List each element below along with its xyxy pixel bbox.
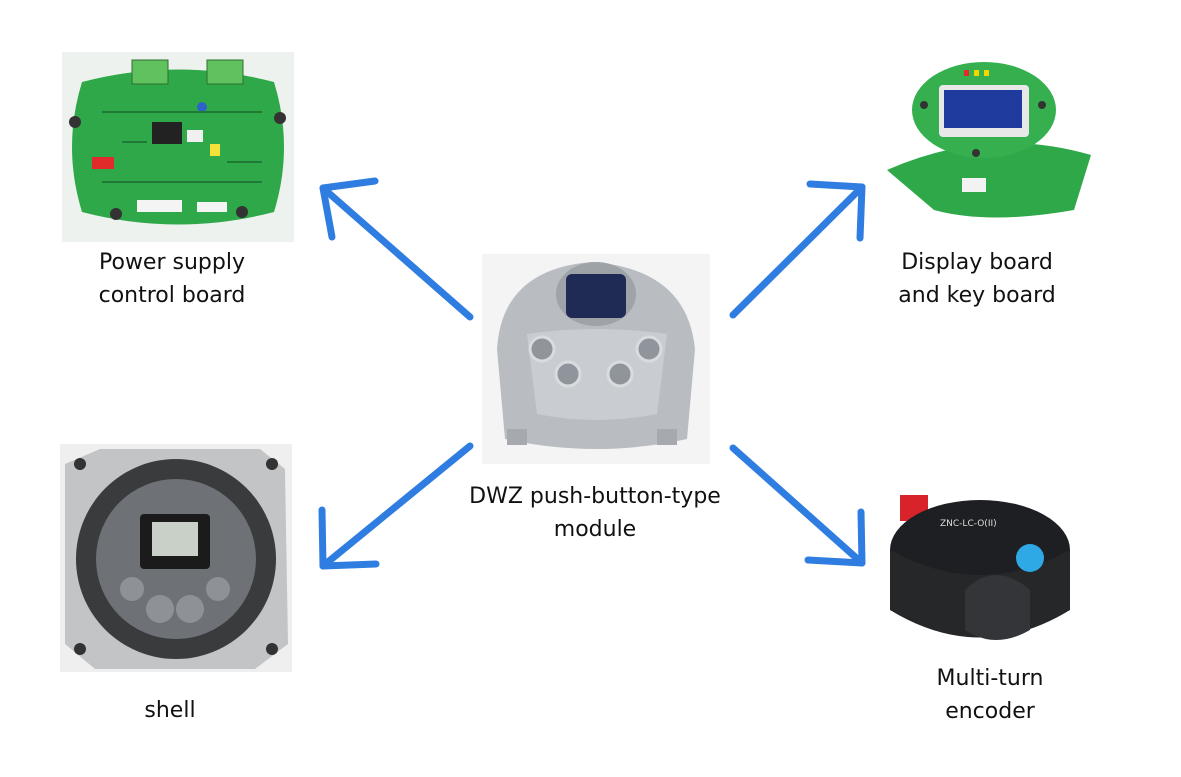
encoder-label: Multi-turn encoder [936,666,1044,724]
arrow-to-encoder [729,444,866,567]
power-board-label: Power supply control board [98,250,246,308]
arrow-to-shell [318,442,474,570]
encoder-image: ZNC-LC-O(II) [880,490,1080,660]
encoder-sticker-text: ZNC-LC-O(II) [940,519,997,529]
display-board-image [884,60,1094,240]
shell-image [60,444,292,672]
display-board-label: Display board and key board [898,250,1056,308]
shell-label: shell [144,698,196,723]
power-board-image [62,52,294,242]
module-label: DWZ push-button-type module [469,484,721,542]
module-image [482,254,710,464]
arrow-to-power-board [319,177,474,321]
arrow-to-display-board [729,180,866,319]
